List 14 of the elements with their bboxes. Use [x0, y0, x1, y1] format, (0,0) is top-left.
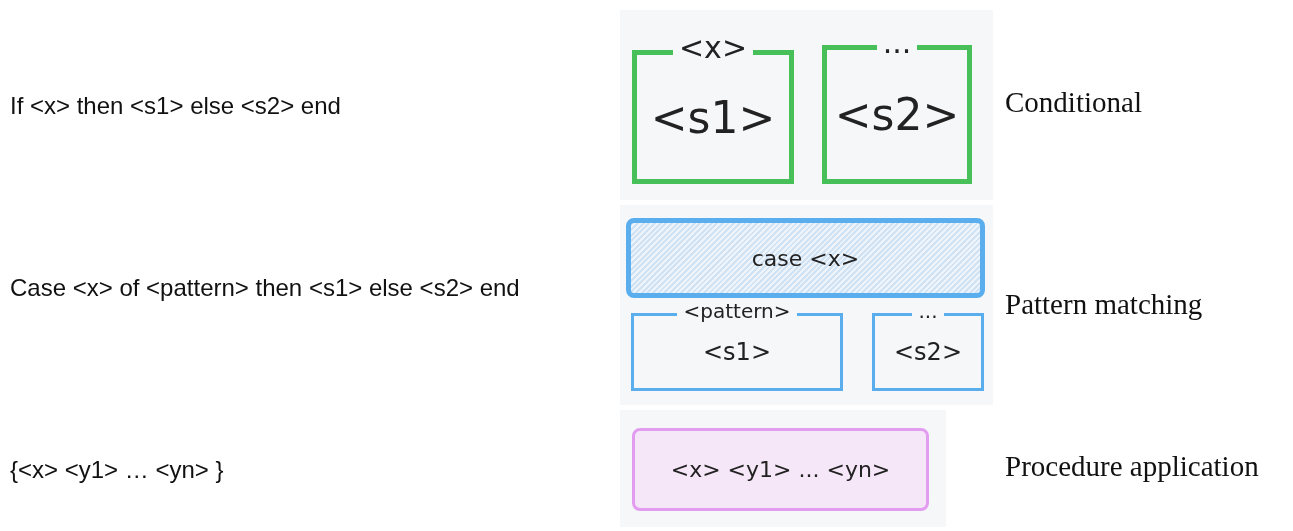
statement-text: Case <x> of <pattern> then <s1> else <s2> end [10, 273, 521, 303]
code-text: <x> <y1> ... <yn> [670, 457, 891, 482]
code-text: <s1> [650, 91, 776, 143]
construct-name: Conditional [1005, 86, 1142, 119]
construct-name: Pattern matching [1005, 288, 1203, 321]
code-text: <s1> [703, 338, 771, 366]
code-text: case <x> [751, 245, 860, 271]
statement-text: If <x> then <s1> else <s2> end [10, 91, 342, 121]
code-text: <s2> [894, 338, 962, 366]
statement-text: {<x> <y1> … <yn> } [10, 455, 225, 485]
code-text: <s2> [834, 89, 960, 140]
case-box [626, 218, 985, 298]
application-box [632, 428, 929, 511]
construct-name: Procedure application [1005, 450, 1259, 483]
